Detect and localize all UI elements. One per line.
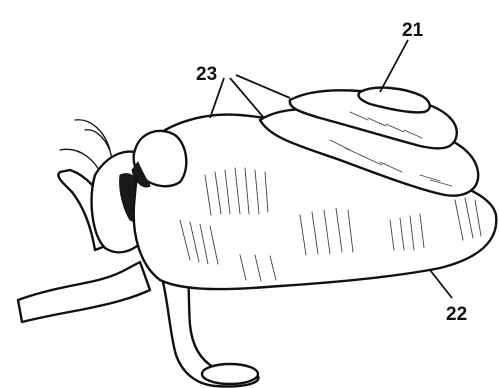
pointer-21 [380,40,408,92]
label-23: 23 [196,64,217,85]
small-lobe [132,131,186,187]
pointer-22 [430,270,452,298]
label-21: 21 [402,20,424,41]
label-22: 22 [446,304,467,325]
